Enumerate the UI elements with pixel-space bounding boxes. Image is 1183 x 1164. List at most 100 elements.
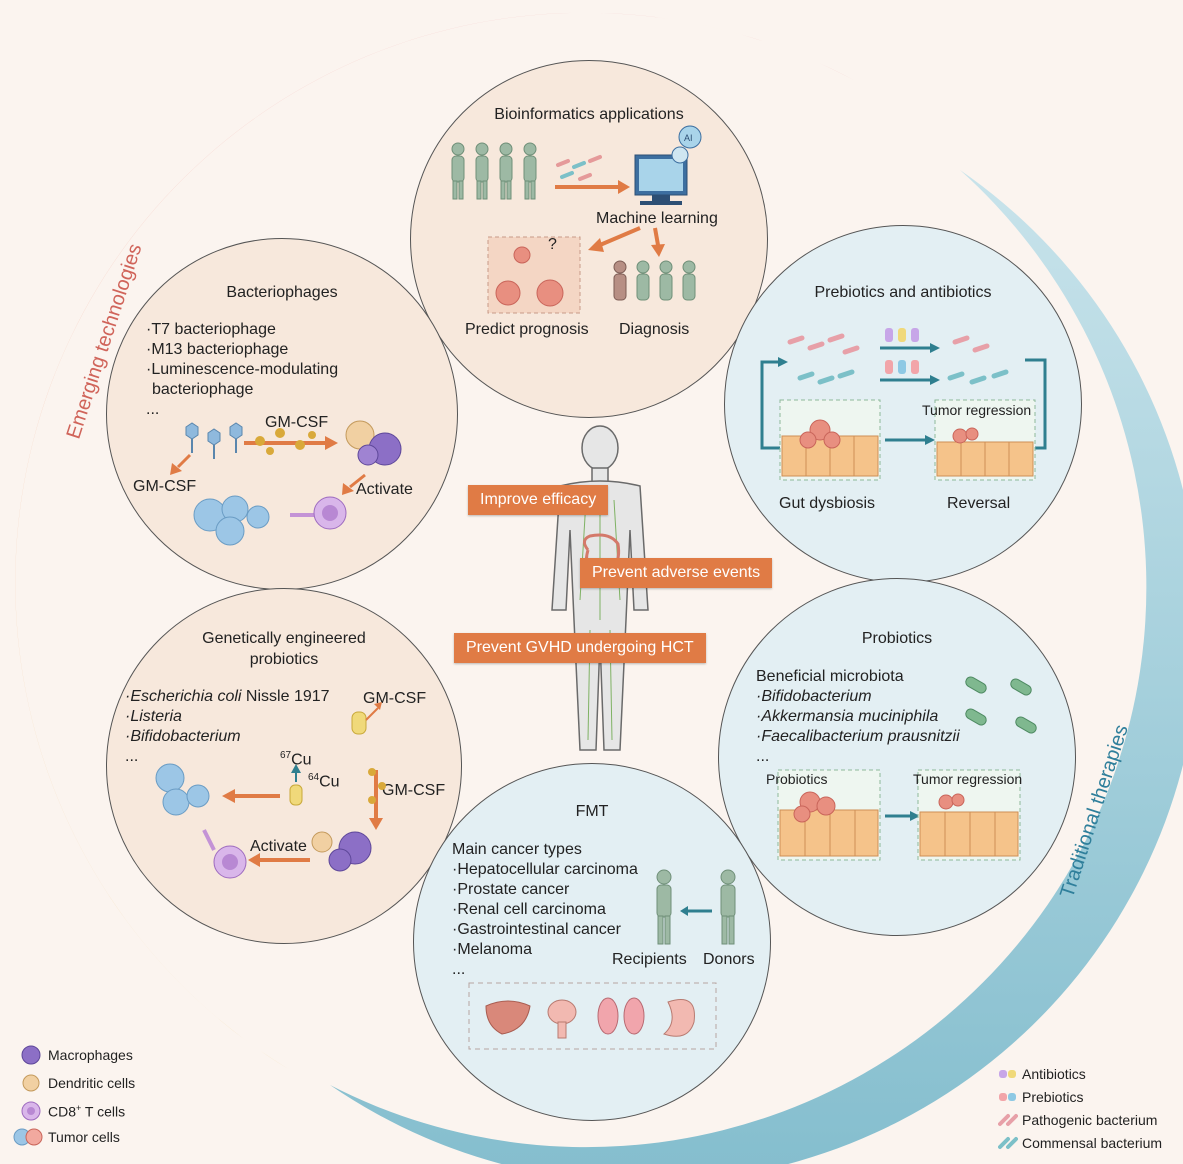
antibiotic-icon [885, 328, 919, 342]
probiotics-heading: Beneficial microbiota [756, 668, 904, 685]
legend-label: Prebiotics [1022, 1089, 1084, 1105]
tumor-cell-icon [13, 1128, 43, 1146]
probiotics-panel [718, 578, 1076, 936]
legend-label: Dendritic cells [48, 1075, 136, 1091]
cd8-t-cell-icon [313, 496, 347, 530]
macrophage-icon [21, 1045, 41, 1065]
prebiotics-illustration [760, 328, 1047, 481]
macrophage-icon [357, 432, 402, 466]
legend-label: Tumor cells [48, 1129, 120, 1145]
question-mark: ? [548, 236, 557, 253]
probiotics-item: ·Akkermansia muciniphila [756, 708, 939, 725]
probiotics-item: ·Bifidobacterium [756, 688, 872, 705]
kidney-icon [597, 997, 645, 1035]
prebiotics-antibiotics-title: Prebiotics and antibiotics [814, 284, 992, 301]
dendritic-cell-icon [22, 1074, 40, 1092]
stomach-icon [663, 999, 695, 1037]
genetic-title-line1: Genetically engineered [202, 630, 366, 647]
computer-icon [634, 154, 688, 205]
genetic-activate: Activate [250, 838, 307, 855]
probiotics-box-label: Probiotics [766, 771, 828, 787]
legend-label: Macrophages [48, 1047, 133, 1063]
recipients-label: Recipients [612, 951, 687, 968]
commensal-bacterium-icon [998, 1137, 1018, 1149]
bacteriophage-item: ... [146, 401, 160, 418]
improve-efficacy-pill: Improve efficacy [468, 485, 609, 515]
probiotics-tumor-regression: Tumor regression [913, 771, 1023, 787]
legend-cd8-t-cells: CD8+ T cells [18, 1100, 125, 1122]
prebiotic-icon [999, 1093, 1016, 1101]
bacteriophage-item: ·M13 bacteriophage [146, 341, 289, 358]
bioinformatics-panel [410, 60, 768, 418]
fmt-title: FMT [575, 803, 609, 820]
legend-antibiotics: Antibiotics [998, 1066, 1086, 1082]
cu67-label: 67Cu [280, 750, 312, 769]
phage-icon [185, 422, 243, 459]
fmt-item: ·Gastrointestinal cancer [452, 921, 621, 938]
genetic-item: ... [125, 748, 139, 765]
legend-label: Pathogenic bacterium [1022, 1112, 1158, 1128]
genetic-title-line2: probiotics [249, 651, 319, 668]
tumor-cell-icon [193, 495, 270, 546]
antibiotic-icon [999, 1070, 1016, 1078]
fmt-panel [413, 763, 771, 1121]
legend-label: CD8+ T cells [48, 1102, 126, 1120]
fmt-item: ·Renal cell carcinoma [452, 901, 606, 918]
prevent-adverse-events-pill: Prevent adverse events [580, 558, 773, 588]
genetic-gmcsf-top: GM-CSF [363, 690, 427, 707]
bacteriophage-gmcsf-left: GM-CSF [133, 478, 197, 495]
legend-tumor-cells: Tumor cells [12, 1126, 120, 1148]
predict-prognosis-label: Predict prognosis [465, 321, 589, 338]
genetic-item: ·Bifidobacterium [125, 728, 241, 745]
liver-icon [485, 1000, 531, 1035]
bacterium-icon [351, 711, 367, 735]
machine-learning-label: Machine learning [596, 210, 718, 227]
fmt-item: ·Melanoma [452, 941, 533, 958]
prevent-gvhd-pill: Prevent GVHD undergoing HCT [454, 633, 706, 663]
human-body-icon [551, 425, 649, 751]
ai-bubble-icon [678, 125, 702, 149]
fmt-item: ·Hepatocellular carcinoma [452, 861, 638, 878]
bioinformatics-title: Bioinformatics applications [494, 106, 684, 123]
organs-illustration [468, 982, 717, 1050]
diagnosis-label: Diagnosis [619, 321, 690, 338]
genetic-illustration [155, 702, 386, 879]
bacteriophage-list: ·T7 bacteriophage ·M13 bacteriophage ·Lu… [146, 320, 338, 420]
prebiotics-tumor-regression: Tumor regression [922, 402, 1032, 418]
human-figure-icon [451, 142, 465, 200]
genetic-list: ·Escherichia coli Nissle 1917 ·Listeria … [125, 687, 330, 767]
legend-label: Commensal bacterium [1022, 1135, 1163, 1151]
probiotics-title: Probiotics [861, 630, 933, 647]
genetic-item-suffix: Nissle 1917 [241, 688, 330, 705]
probiotics-illustration [777, 676, 1037, 861]
legend-prebiotics: Prebiotics [998, 1089, 1083, 1105]
cu64-label: 64Cu [308, 772, 340, 791]
legend-commensal: Commensal bacterium [998, 1135, 1162, 1151]
genetic-gmcsf-right: GM-CSF [382, 782, 446, 799]
bacteriophages-panel [106, 238, 458, 590]
fmt-list: Main cancer types ·Hepatocellular carcin… [452, 840, 638, 980]
bioinformatics-illustration: AI [451, 125, 702, 314]
recipient-figure-icon [656, 869, 672, 945]
bacteriophage-item: ·T7 bacteriophage [146, 321, 276, 338]
commensal-bacterium-icon [965, 676, 1037, 734]
donors-label: Donors [703, 951, 755, 968]
probiotics-item: ·Faecalibacterium prausnitzii [756, 728, 960, 745]
prebiotic-icon [885, 360, 919, 374]
probiotics-item: ... [756, 748, 770, 765]
prostate-icon [547, 999, 577, 1039]
probiotics-list: Beneficial microbiota ·Bifidobacterium ·… [756, 667, 960, 767]
fmt-item: ... [452, 961, 466, 978]
genetic-item: ·Listeria [125, 708, 182, 725]
legend-pathogenic: Pathogenic bacterium [998, 1112, 1157, 1128]
legend-macrophages: Macrophages [18, 1044, 133, 1066]
legend-dendritic-cells: Dendritic cells [18, 1072, 135, 1094]
bacteriophage-item: bacteriophage [152, 381, 254, 398]
reversal-label: Reversal [947, 495, 1011, 512]
fmt-transfer-illustration [656, 869, 736, 945]
bacteriophages-title: Bacteriophages [226, 284, 338, 301]
ai-label: AI [684, 133, 693, 143]
genetic-item: ·Escherichia coli [125, 688, 242, 705]
pathogenic-bacterium-icon [998, 1114, 1018, 1126]
bacteriophage-illustration [170, 420, 402, 546]
